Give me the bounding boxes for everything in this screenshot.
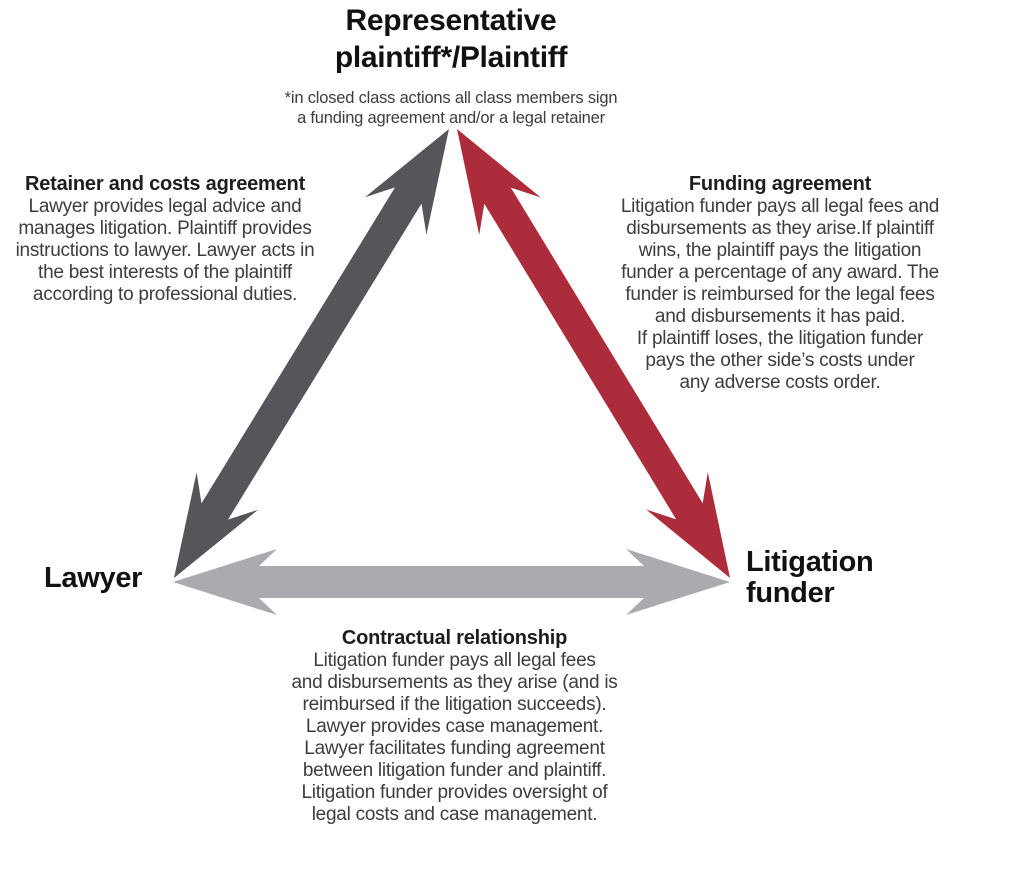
text-line: legal costs and case management. [311,804,598,825]
text-line: reimbursed if the litigation succeeds). [302,694,607,715]
funding-agreement-heading: Funding agreement [688,173,872,195]
text-line: Lawyer facilitates funding agreement [304,738,605,759]
text-line: *in closed class actions all class membe… [284,89,618,107]
funder-plaintiff-arrow [457,129,730,578]
text-line: according to professional duties. [32,284,298,305]
text-line: and disbursements it has paid. [654,306,906,327]
lawyer-funder-arrow [173,549,730,615]
funding-agreement-block: Funding agreement Litigation funder pays… [600,172,960,394]
text-line: pays the other side’s costs under [645,350,915,371]
text-line: Litigation funder pays all legal fees an… [620,196,940,217]
text-line: Lawyer provides legal advice and [28,196,302,217]
contractual-relationship-heading: Contractual relationship [341,627,568,649]
plaintiff-footnote: *in closed class actions all class membe… [231,88,671,128]
text-line: a funding agreement and/or a legal retai… [297,109,605,127]
text-line: Litigation funder pays all legal fees [313,650,596,671]
contractual-relationship-block: Contractual relationship Litigation fund… [272,626,637,826]
text-line: Litigation funder provides oversight of [301,782,608,803]
lawyer-plaintiff-arrow [174,129,449,578]
text-line: If plaintiff loses, the litigation funde… [636,328,924,349]
text-line: Representative [345,4,557,37]
text-line: any adverse costs order. [679,372,881,393]
text-line: plaintiff*/Plaintiff [334,41,568,74]
funding-agreement-body: Litigation funder pays all legal fees an… [600,196,960,394]
text-line: disbursements as they arise.If plaintiff [626,218,934,239]
text-line: the best interests of the plaintiff [38,262,292,283]
text-line: wins, the plaintiff pays the litigation [638,240,922,261]
text-line: manages litigation. Plaintiff provides [18,218,312,239]
retainer-agreement-heading: Retainer and costs agreement [24,173,306,195]
text-line: funder [746,577,835,609]
text-line: funder a percentage of any award. The [621,262,939,283]
text-line: Litigation [746,546,874,578]
text-line: Lawyer provides case management. [305,716,604,737]
text-line: between litigation funder and plaintiff. [302,760,607,781]
text-line: and disbursements as they arise (and is [291,672,618,693]
text-line: instructions to lawyer. Lawyer acts in [15,240,315,261]
lawyer-node-label: Lawyer [44,562,143,594]
retainer-agreement-block: Retainer and costs agreement Lawyer prov… [2,172,328,306]
plaintiff-node-title: Representative plaintiff*/Plaintiff [231,2,671,76]
text-line: funder is reimbursed for the legal fees [625,284,935,305]
